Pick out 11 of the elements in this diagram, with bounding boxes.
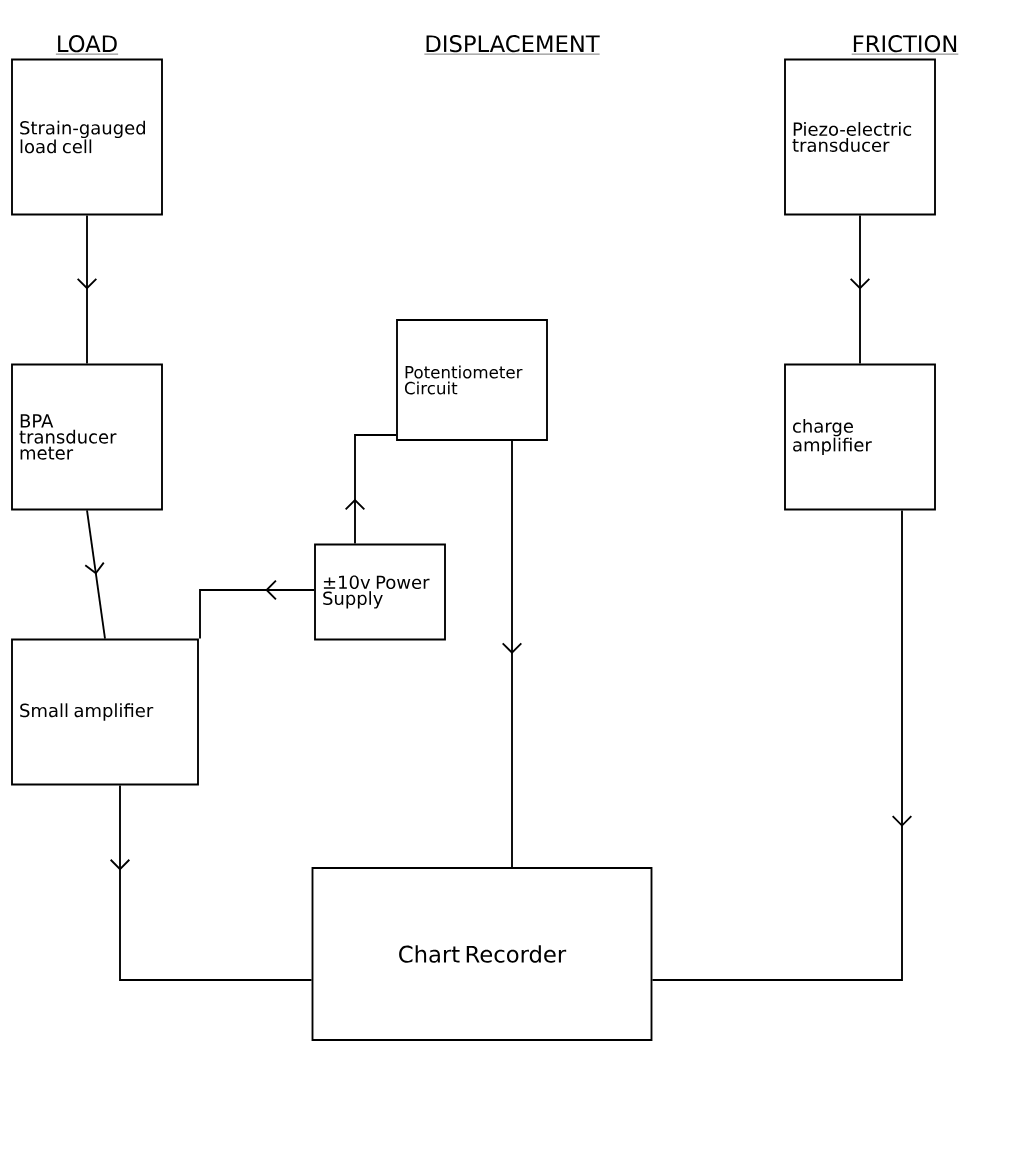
process-box: charge amplifier — [784, 363, 936, 511]
process-box: ±10v Power Supply — [314, 543, 446, 641]
column-heading: DISPLACEMENT — [424, 35, 600, 55]
process-box: Chart Recorder — [311, 867, 653, 1041]
process-box: Piezo-electric transducer — [784, 58, 936, 216]
process-box: Potentiometer Circuit — [396, 319, 548, 441]
column-heading: LOAD — [55, 35, 119, 55]
process-box: BPA transducer meter — [11, 363, 163, 511]
process-box: Strain-gauged load cell — [11, 58, 163, 216]
process-box: Small amplifier — [11, 638, 199, 786]
column-heading: FRICTION — [851, 35, 959, 55]
